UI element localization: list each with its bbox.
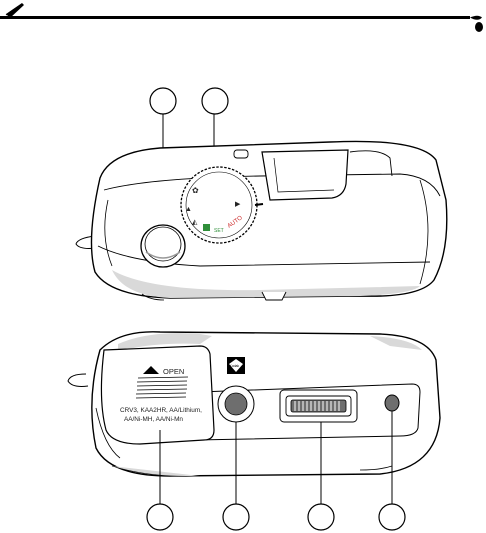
battery-types-line1: CRV3, KAA2HR, AA/Lithium,	[120, 407, 202, 414]
svg-text:◭: ◭	[192, 219, 198, 226]
callout-circle-battery-door	[146, 503, 174, 531]
camera-top-view: ✿ ▲ ◭ SET ▶ AUTO	[75, 87, 448, 301]
svg-text:▶: ▶	[235, 201, 241, 208]
header-rule	[0, 3, 483, 32]
door-grip	[135, 376, 189, 399]
tripod-socket	[217, 385, 255, 423]
svg-text:▲: ▲	[185, 206, 192, 213]
kodak-logo: Kodak	[227, 357, 245, 374]
camera-bottom-view: OPEN CRV3, KAA2HR, AA/Lithium, AA/Ni-MH,…	[67, 331, 441, 531]
shutter-button	[140, 224, 186, 268]
dock-locator-hole	[384, 394, 400, 412]
kodak-logo-text: Kodak	[230, 364, 240, 368]
dock-connector	[279, 389, 358, 423]
mode-dial: ✿ ▲ ◭ SET ▶ AUTO	[180, 166, 264, 244]
callout-circle-mode-dial	[201, 87, 229, 115]
battery-types-line2: AA/Ni-MH, AA/Ni-Mn	[124, 416, 183, 423]
open-arrow-icon	[143, 366, 159, 374]
svg-text:✿: ✿	[192, 186, 199, 195]
door-open-label: OPEN	[163, 367, 184, 376]
callout-circle-tripod-socket	[222, 503, 250, 531]
svg-text:SET: SET	[214, 228, 224, 234]
battery-door: OPEN CRV3, KAA2HR, AA/Lithium, AA/Ni-MH,…	[100, 345, 215, 445]
flash-housing	[261, 149, 349, 201]
callout-circle-dock-connector	[307, 503, 335, 531]
callout-circle-dock-locator	[378, 503, 406, 531]
callout-circle-shutter	[149, 87, 177, 115]
